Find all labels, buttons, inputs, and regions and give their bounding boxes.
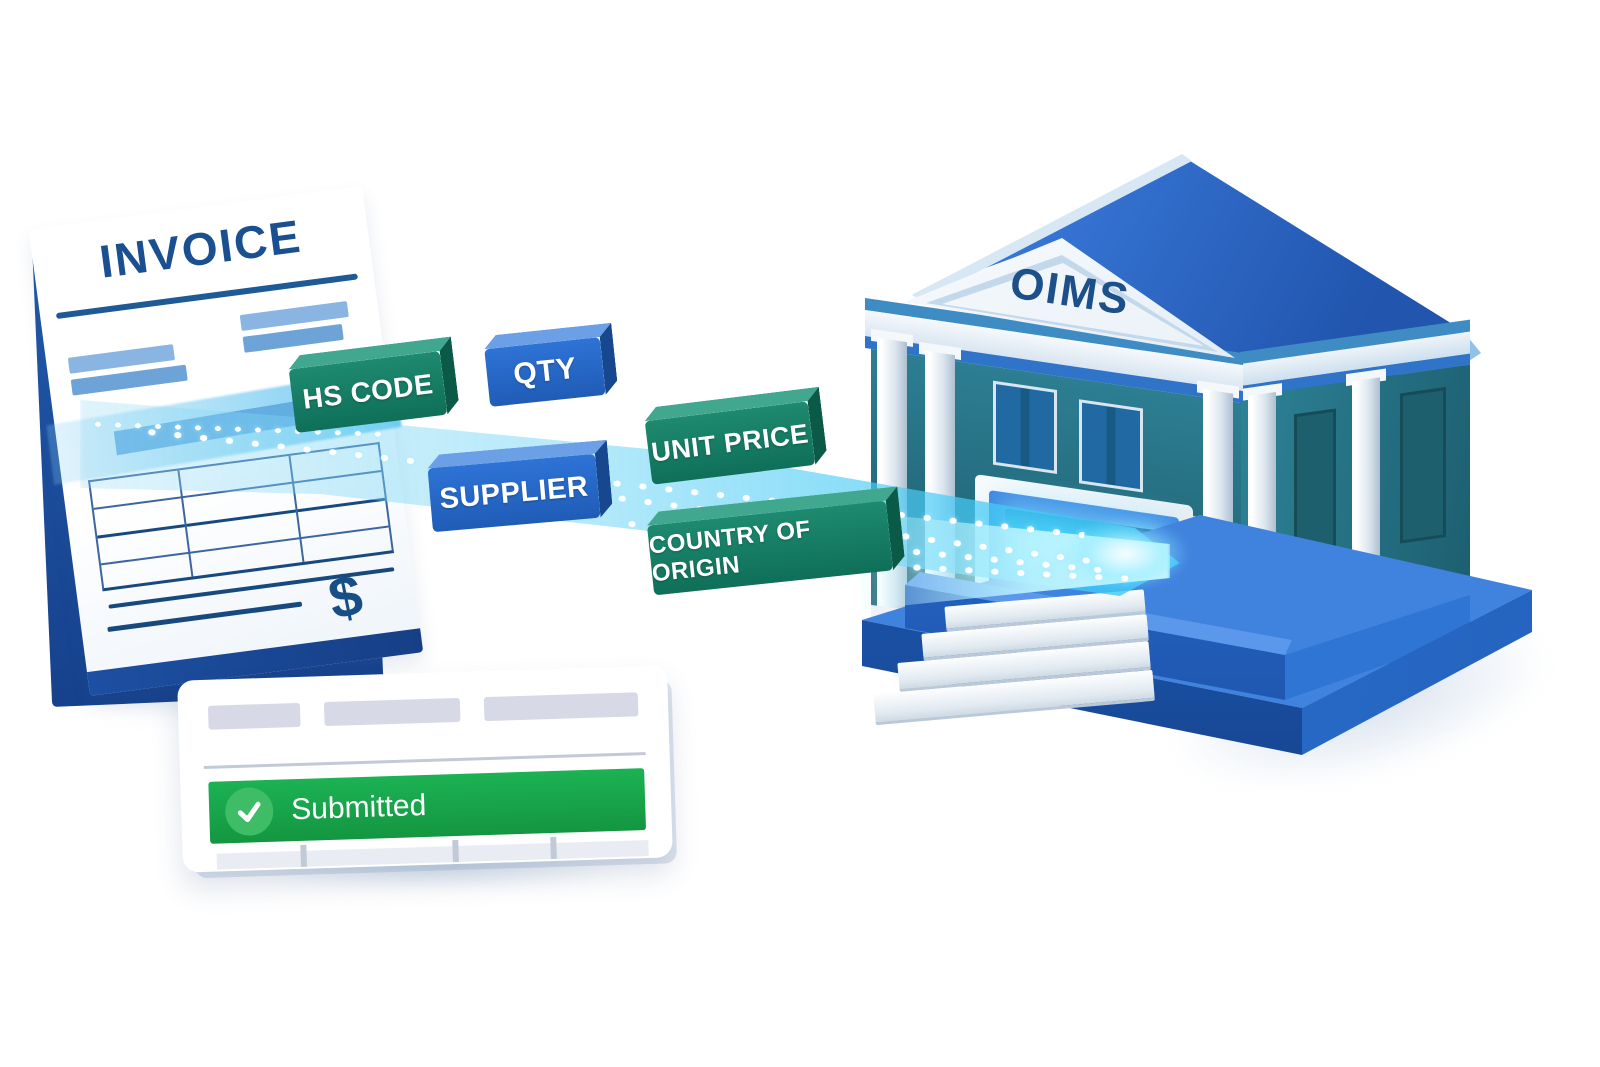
check-circle-icon [224,786,274,837]
card-header-bar [207,702,301,730]
card-footer-divider [550,836,557,860]
status-row: Submitted [208,768,647,844]
card-footer-divider [452,839,459,863]
invoice-total-line [107,601,303,633]
card-footer-divider [300,844,308,867]
building-pediment [898,228,1243,368]
tag-hs-code: HS CODE [289,351,448,434]
tag-label: QTY [484,337,606,407]
checkmark-icon [237,801,261,823]
card-divider [203,752,646,769]
card-header-bar [483,692,639,722]
tag-qty: QTY [484,337,605,407]
card-header-bar [323,697,461,727]
status-card: Submitted [177,665,673,873]
status-label: Submitted [290,788,427,827]
